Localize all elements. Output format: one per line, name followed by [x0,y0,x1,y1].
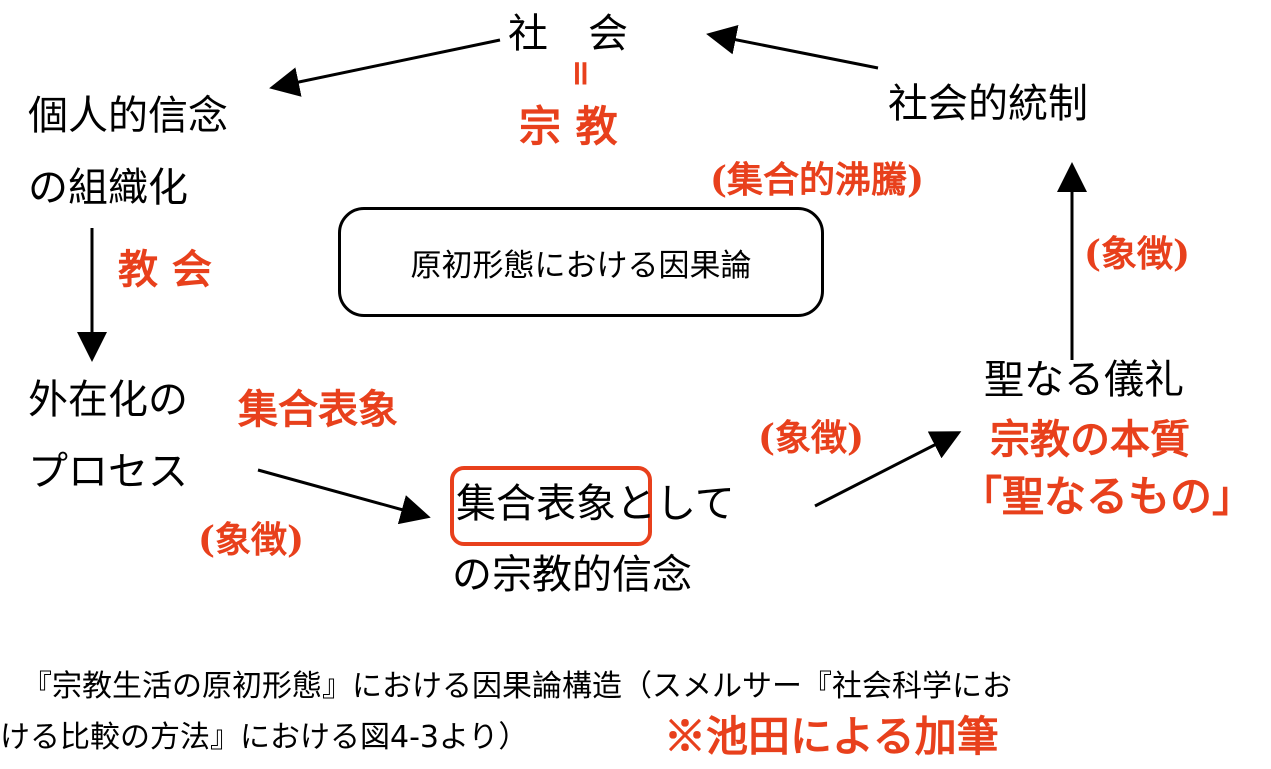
node-externalization-line2: プロセス [28,449,188,495]
label-symbol-middle: (象徴) [758,417,865,459]
node-essence: 宗教の本質 [990,416,1190,463]
node-society: 社 会 [508,11,628,57]
equals-sign: ॥ [569,53,590,93]
arrow-society-to-organization [269,38,501,97]
node-externalization-line1: 外在化の [28,377,188,423]
node-belief-line1: 集合表象として [456,484,735,524]
center-title-box: 原初形態における因果論 [338,207,824,317]
label-church: 教 会 [118,246,212,293]
caption-line1: 『宗教生活の原初形態』における因果論構造（スメルサー『社会科学にお [22,669,1012,704]
arrow-belief-to-rite [814,431,962,508]
caption-line2: ける比較の方法』における図4-3より） [0,720,529,755]
node-religion: 宗 教 [519,102,618,151]
label-symbol-left: (象徴) [198,519,305,561]
belief-rest-text: として [616,481,735,527]
label-collective-effervescence: (集合的沸騰) [710,159,925,201]
label-symbol-right: (象徴) [1084,233,1191,275]
caption-annotation: ※池田による加筆 [664,712,999,761]
node-rite: 聖なる儀礼 [984,357,1184,403]
node-social-control: 社会的統制 [888,81,1088,127]
arrow-control-to-society [706,24,879,70]
node-organization-line1: 個人的信念 [28,93,228,139]
node-belief-line2: の宗教的信念 [452,552,692,598]
node-sacred: 「聖なるもの」 [960,472,1255,521]
highlight-box [450,466,652,546]
belief-boxed-text: 集合表象 [456,481,616,527]
arrow-externalization-to-belief [257,468,431,525]
label-collective-representation: 集合表象 [238,386,398,433]
node-organization-line2: の組織化 [28,165,188,211]
